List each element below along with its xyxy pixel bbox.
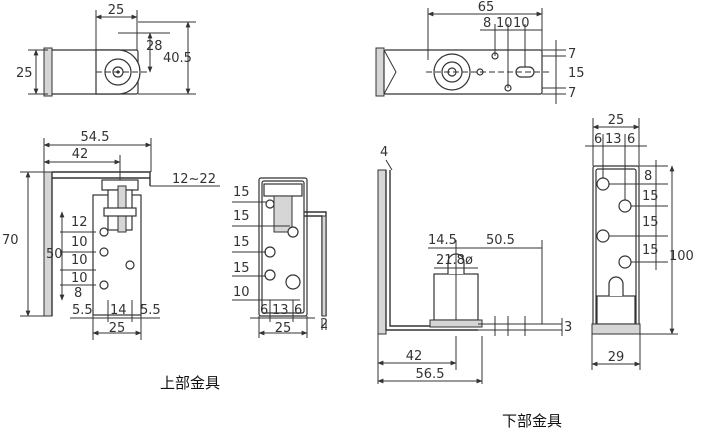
dim-upper-front-10b: 10 xyxy=(71,253,88,268)
dim-lower-top-10a: 10 xyxy=(496,16,513,31)
dim-lower-side-15c: 15 xyxy=(642,243,659,258)
lower-side-pivot-cap xyxy=(608,276,624,296)
dim-lower-side-15a: 15 xyxy=(642,189,659,204)
dim-upper-front-range: 12~22 xyxy=(172,172,216,187)
lower-side-hole-4 xyxy=(618,255,632,269)
lower-front-base xyxy=(429,319,483,328)
upper-top-wall-hatch xyxy=(43,47,53,97)
dim-upper-side-13: 13 xyxy=(272,303,289,318)
dim-lower-side-25: 25 xyxy=(608,113,625,128)
dim-upper-top-width: 25 xyxy=(108,3,125,18)
lower-top-view: 65 8 10 10 7 15 7 xyxy=(375,0,585,104)
dim-upper-front-55a: 5.5 xyxy=(72,303,93,318)
dim-lower-top-8: 8 xyxy=(483,16,491,31)
upper-side-edge-hatch xyxy=(321,215,327,317)
dim-lower-front-4: 4 xyxy=(380,145,388,160)
upper-side-hole-5 xyxy=(285,274,301,290)
lower-side-hole-1 xyxy=(596,177,610,191)
dim-lower-side-29: 29 xyxy=(608,350,625,365)
caption-lower-fitting: 下部金具 xyxy=(502,412,562,430)
dim-lower-front-145: 14.5 xyxy=(428,233,457,248)
dim-lower-front-505: 50.5 xyxy=(486,233,515,248)
dim-upper-front-12: 12 xyxy=(71,215,88,230)
upper-front-hole-4 xyxy=(99,280,109,290)
dim-lower-front-42: 42 xyxy=(406,349,423,364)
lower-side-view: 25 6 13 6 8 15 15 15 100 29 xyxy=(585,113,694,370)
upper-front-hole-3 xyxy=(125,260,135,270)
dim-lower-side-15b: 15 xyxy=(642,215,659,230)
dim-lower-front-218: 21.8ø xyxy=(436,253,473,268)
lower-front-wall-hatch xyxy=(377,169,387,335)
dim-upper-front-8: 8 xyxy=(74,286,82,301)
upper-front-wall xyxy=(43,171,53,317)
dim-upper-side-6b: 6 xyxy=(294,303,302,318)
upper-side-hole-2 xyxy=(287,226,299,238)
dim-upper-front-55b: 5.5 xyxy=(140,303,161,318)
dim-upper-front-42: 42 xyxy=(72,147,89,162)
dim-upper-front-14: 14 xyxy=(110,303,127,318)
dim-upper-front-10c: 10 xyxy=(71,271,88,286)
dim-upper-top-left: 25 xyxy=(16,66,33,81)
dim-lower-side-8: 8 xyxy=(644,169,652,184)
dim-upper-side-15d: 15 xyxy=(233,261,250,276)
dim-lower-top-65: 65 xyxy=(478,0,495,15)
dim-upper-front-25: 25 xyxy=(109,321,126,336)
dim-upper-side-15a: 15 xyxy=(233,185,250,200)
upper-side-hole-4 xyxy=(264,269,276,281)
lower-side-pivot-body xyxy=(596,295,636,325)
dim-upper-top-inner: 28 xyxy=(146,39,163,54)
upper-front-view: 54.5 42 12~22 70 50 12 10 10 10 8 5.5 14… xyxy=(2,130,220,340)
lower-side-hole-3 xyxy=(596,229,610,243)
dim-lower-side-13: 13 xyxy=(605,132,622,147)
upper-side-top-block xyxy=(263,183,303,197)
upper-side-hole-3 xyxy=(264,246,276,258)
dim-upper-side-15c: 15 xyxy=(233,235,250,250)
dim-lower-top-7a: 7 xyxy=(568,47,576,62)
dim-upper-side-6a: 6 xyxy=(260,303,268,318)
upper-front-hole-2 xyxy=(99,247,109,257)
dim-lower-side-6b: 6 xyxy=(627,132,635,147)
dim-upper-front-total: 54.5 xyxy=(81,130,110,145)
lower-top-wall-hatch xyxy=(375,47,385,97)
dim-lower-front-565: 56.5 xyxy=(416,367,445,382)
lower-side-base xyxy=(591,323,641,335)
dim-upper-side-25: 25 xyxy=(275,321,292,336)
dim-upper-front-50: 50 xyxy=(46,247,63,262)
upper-top-view: 25 28 40.5 25 xyxy=(16,3,196,97)
dim-lower-front-3: 3 xyxy=(564,320,572,335)
dim-upper-side-2: 2 xyxy=(320,317,328,332)
dim-upper-side-10: 10 xyxy=(233,285,250,300)
dim-lower-top-15: 15 xyxy=(568,66,585,81)
dim-upper-top-height: 40.5 xyxy=(163,51,192,66)
lower-front-view: 4 14.5 50.5 21.8ø 3 42 56.5 xyxy=(377,145,572,384)
dim-upper-front-70: 70 xyxy=(2,233,19,248)
dim-lower-top-10b: 10 xyxy=(513,16,530,31)
dim-lower-side-100: 100 xyxy=(669,249,694,264)
dim-upper-front-10a: 10 xyxy=(71,235,88,250)
dim-lower-top-7b: 7 xyxy=(568,86,576,101)
upper-front-hole-1 xyxy=(99,227,109,237)
dim-lower-side-6a: 6 xyxy=(594,132,602,147)
upper-side-hole-1 xyxy=(265,199,275,209)
caption-upper-fitting: 上部金具 xyxy=(160,374,220,392)
upper-side-view: 15 15 15 15 10 6 13 6 25 2 xyxy=(232,177,328,338)
dim-upper-side-15b: 15 xyxy=(233,209,250,224)
upper-side-pivot xyxy=(273,195,293,233)
lower-side-hole-2 xyxy=(618,199,632,213)
